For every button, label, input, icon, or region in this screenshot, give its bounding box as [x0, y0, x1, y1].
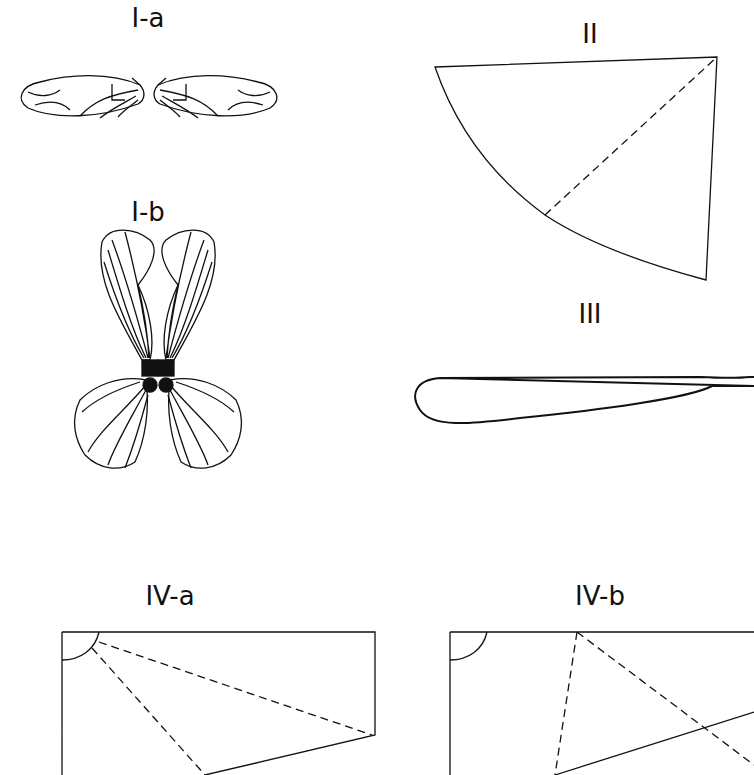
wing-schematic [450, 632, 754, 775]
butterfly [75, 230, 242, 468]
figure-label: III [578, 300, 601, 329]
figure-label: II [582, 20, 597, 49]
figure-label: I-a [132, 4, 165, 33]
figure-label: IV-a [145, 582, 194, 611]
figure-label: I-b [131, 198, 165, 227]
wing-outline [415, 377, 754, 423]
wing-planform [435, 57, 717, 280]
wing-schematic [62, 632, 375, 775]
wing-pair [21, 76, 277, 118]
figure-label: IV-b [575, 582, 625, 611]
